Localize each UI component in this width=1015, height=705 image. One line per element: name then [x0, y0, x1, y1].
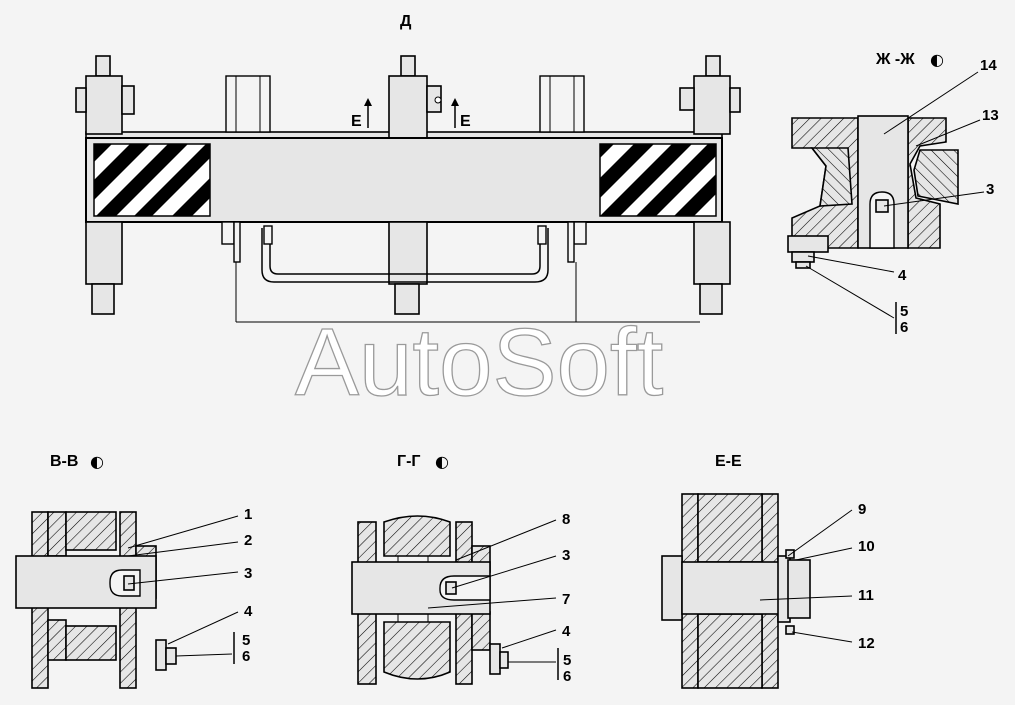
- upper-brackets: [225, 75, 585, 133]
- section-v: В-В ◐ 1 2 3 4 5 6: [15, 452, 253, 689]
- svg-text:5: 5: [900, 303, 908, 320]
- housing-right: [907, 117, 947, 249]
- svg-text:6: 6: [242, 648, 250, 665]
- section-zh: Ж -Ж ◐ 14 13 3 4 5 6: [787, 50, 999, 336]
- svg-text:2: 2: [244, 532, 252, 549]
- svg-text:3: 3: [986, 181, 994, 198]
- warning-stripes-left: [93, 143, 211, 217]
- rotation-icon: ◐: [930, 50, 944, 69]
- svg-text:13: 13: [982, 107, 999, 124]
- section-e-title: Е-Е: [715, 453, 742, 470]
- svg-text:◐: ◐: [435, 452, 449, 471]
- svg-text:14: 14: [980, 57, 997, 74]
- svg-text:4: 4: [244, 603, 253, 620]
- svg-text:1: 1: [244, 506, 252, 523]
- svg-text:8: 8: [562, 511, 570, 528]
- section-g-title: Г-Г: [397, 453, 420, 470]
- section-e: Е-Е 9 10 11 12: [661, 453, 875, 689]
- washer-6: [795, 261, 811, 269]
- svg-text:◐: ◐: [90, 452, 104, 471]
- svg-text:7: 7: [562, 591, 570, 608]
- svg-text:5: 5: [563, 652, 571, 669]
- plate-4: [787, 235, 829, 253]
- svg-text:9: 9: [858, 501, 866, 518]
- right-pin-assembly: [679, 55, 741, 135]
- svg-text:Е: Е: [351, 113, 362, 130]
- svg-text:3: 3: [562, 547, 570, 564]
- svg-text:11: 11: [858, 587, 874, 604]
- svg-text:12: 12: [858, 635, 875, 652]
- lower-linkage: [221, 221, 700, 323]
- svg-text:4: 4: [898, 267, 907, 284]
- lower-legs: [85, 221, 731, 315]
- bushing-left: [810, 147, 853, 207]
- grease-fitting: [875, 199, 889, 213]
- svg-text:6: 6: [563, 668, 571, 685]
- svg-text:10: 10: [858, 538, 875, 555]
- svg-text:4: 4: [562, 623, 571, 640]
- bushing-right: [913, 149, 959, 205]
- svg-text:3: 3: [244, 565, 252, 582]
- svg-text:6: 6: [900, 319, 908, 336]
- svg-text:5: 5: [242, 632, 250, 649]
- warning-stripes-right: [599, 143, 717, 217]
- section-g: Г-Г ◐ 8 3 7 4 5 6: [351, 452, 571, 685]
- svg-text:Е: Е: [460, 113, 471, 130]
- left-pin-assembly: [75, 55, 135, 135]
- view-d: Д: [75, 13, 741, 323]
- watermark: AutoSoft: [295, 309, 663, 416]
- view-d-title: Д: [400, 13, 412, 30]
- center-pin-assembly: [388, 55, 442, 139]
- section-zh-title: Ж -Ж: [875, 51, 915, 68]
- section-mark-e: Е Е: [351, 98, 471, 130]
- section-v-title: В-В: [50, 453, 78, 470]
